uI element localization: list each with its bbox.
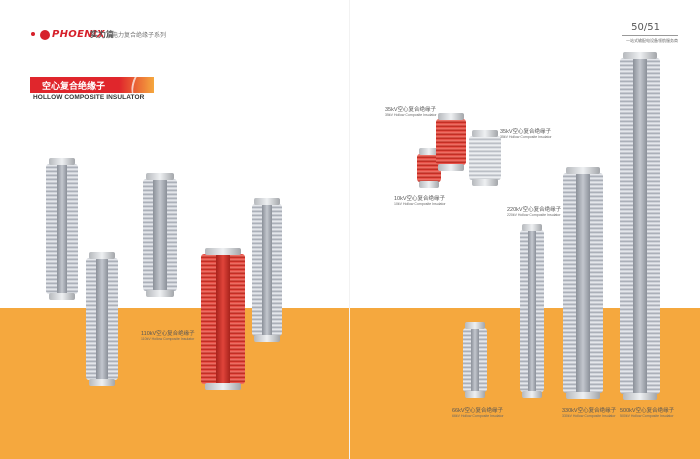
insulator-image bbox=[417, 148, 441, 188]
insulator-image bbox=[86, 252, 118, 386]
insulator-image bbox=[46, 158, 78, 300]
title-flare-decoration bbox=[128, 77, 152, 93]
caption-500kv: 500kV空心复合绝缘子 500kV Hollow Composite Insu… bbox=[620, 408, 675, 419]
caption-66kv: 66kV空心复合绝缘子 66kV Hollow Composite Insula… bbox=[452, 408, 504, 419]
insulator-image bbox=[252, 198, 282, 342]
caption-110kv: 110kV空心复合绝缘子 110kV Hollow Composite Insu… bbox=[141, 331, 195, 342]
caption-220kv: 220kV空心复合绝缘子 220kV Hollow Composite Insu… bbox=[507, 207, 562, 218]
insulator-image bbox=[436, 113, 466, 171]
series-label: 电力复合绝缘子系列 bbox=[112, 33, 167, 39]
insulator-image bbox=[463, 322, 487, 398]
logo-text: PHOENIX bbox=[52, 29, 105, 40]
page-tagline: 一站式输配电设备领航服务商 bbox=[626, 38, 678, 43]
insulator-image bbox=[620, 52, 660, 400]
caption-10kv: 10kV空心复合绝缘子 10kV Hollow Composite Insula… bbox=[394, 196, 446, 207]
insulator-image bbox=[520, 224, 544, 398]
caption-35kv-b: 35kV空心复合绝缘子 35kV Hollow Composite Insula… bbox=[500, 129, 552, 140]
header-separator bbox=[108, 31, 109, 38]
caption-330kv: 330kV空心复合绝缘子 330kV Hollow Composite Insu… bbox=[562, 408, 617, 419]
page-numbers: 50/51 bbox=[631, 22, 660, 33]
section-title-en: HOLLOW COMPOSITE INSULATOR bbox=[33, 94, 145, 101]
insulator-image bbox=[469, 130, 501, 186]
insulator-image bbox=[143, 173, 177, 297]
phoenix-logo: PHOENIX bbox=[40, 29, 105, 40]
page-number-rule bbox=[622, 35, 678, 36]
section-title-zh: 空心复合绝缘子 bbox=[42, 81, 106, 91]
insulator-image bbox=[201, 248, 245, 390]
page-fold bbox=[349, 0, 350, 459]
insulator-image bbox=[563, 167, 603, 399]
caption-35kv-a: 35kV空心复合绝缘子 35kV Hollow Composite Insula… bbox=[385, 107, 437, 118]
section-label: 实力篇 bbox=[90, 30, 114, 39]
header-bullet bbox=[31, 32, 35, 36]
section-title-bar bbox=[30, 77, 154, 93]
phoenix-logo-icon bbox=[40, 29, 50, 40]
